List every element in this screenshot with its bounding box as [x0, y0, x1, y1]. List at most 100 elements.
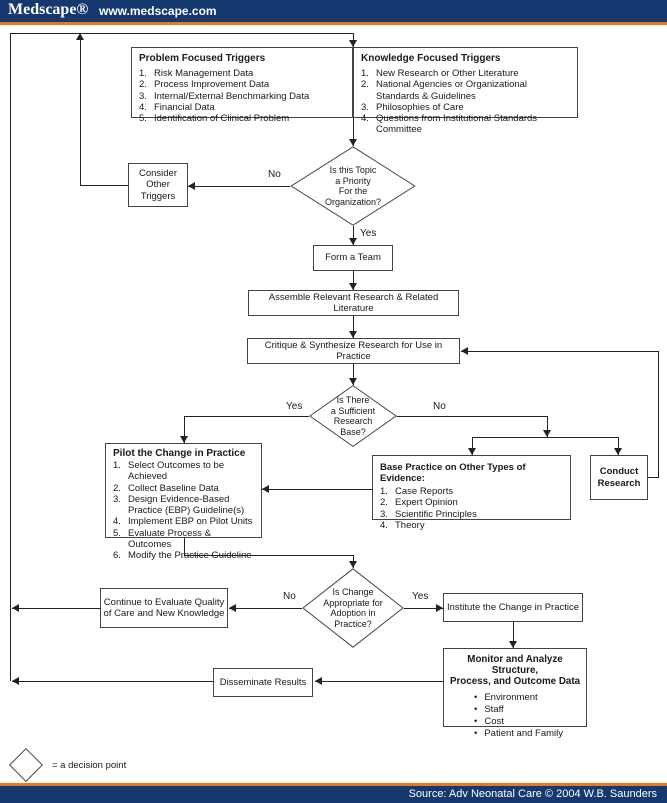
list-item: 3.Scientific Principles [380, 508, 477, 520]
list-item: 4.Implement EBP on Pilot Units [113, 516, 253, 528]
connector [648, 477, 658, 478]
arrowhead [436, 604, 443, 612]
connector [513, 622, 514, 648]
diamond-shape [290, 146, 416, 226]
arrowhead [262, 485, 269, 493]
decision-topic-priority: Is this Topic a Priority For the Organiz… [290, 146, 416, 226]
critique-synthesize-box: Critique & Synthesize Research for Use i… [247, 338, 460, 364]
consider-other-triggers-box: Consider Other Triggers [128, 163, 188, 207]
arrowhead [461, 347, 468, 355]
connector-no1 [188, 186, 290, 187]
list-item: 1.New Research or Other Literature [361, 68, 519, 79]
label-yes: Yes [358, 228, 379, 239]
arrowhead [349, 238, 357, 245]
arrowhead [229, 604, 236, 612]
list-item: 3.Internal/External Benchmarking Data [139, 90, 310, 102]
arrowhead [12, 604, 19, 612]
connector-yes2 [184, 416, 309, 417]
label-no: No [431, 401, 448, 412]
list-item: 1.Case Reports [380, 486, 454, 497]
arrowhead [12, 677, 19, 685]
list-item: 2.Process Improvement Data [139, 79, 270, 91]
list-item: 2.Expert Opinion [380, 497, 458, 509]
list-item: 4.Financial Data [139, 101, 215, 113]
arrowhead [349, 139, 357, 146]
bullet-item: Staff [474, 704, 582, 716]
diamond-shape [302, 568, 404, 648]
conduct-research-box: Conduct Research [590, 455, 648, 500]
site-url: www.medscape.com [99, 4, 217, 18]
institute-change-box: Institute the Change in Practice [443, 593, 583, 622]
list-item: 3.Design Evidence-Based Practice (EBP) G… [113, 493, 245, 517]
decision-change-appropriate: Is Change Appropriate for Adoption in Pr… [302, 568, 404, 648]
connector-base-to-pilot [262, 489, 372, 490]
header-rule [0, 22, 667, 25]
legend-label: = a decision point [52, 760, 127, 771]
connector [353, 271, 354, 290]
box-title: Monitor and Analyze Structure, Process, … [449, 654, 581, 687]
assemble-research-box: Assemble Relevant Research & Related Lit… [248, 290, 459, 316]
arrowhead [468, 448, 476, 455]
connector-split [472, 437, 618, 438]
diamond-shape [309, 385, 397, 447]
medscape-logo: Medscape® [8, 1, 89, 18]
arrowhead [315, 677, 322, 685]
connector-yes1 [353, 226, 354, 245]
list-item: 2.Collect Baseline Data [113, 482, 219, 494]
list-item: 5.Evaluate Process & Outcomes [113, 527, 211, 551]
arrowhead [188, 182, 195, 190]
form-team-box: Form a Team [313, 245, 393, 271]
list-item: 1.Select Outcomes to be Achieved [113, 460, 225, 483]
legend-decision-diamond [9, 748, 43, 782]
decision-text: Is There a Sufficient Research Base? [330, 395, 376, 437]
header-bar [0, 0, 667, 22]
connector-left-feedback [10, 33, 11, 681]
connector [315, 681, 443, 682]
arrowhead [349, 561, 357, 568]
pilot-change-box: Pilot the Change in Practice 1.Select Ou… [105, 443, 262, 561]
connector [547, 416, 548, 437]
bullet-item: Patient and Family [474, 728, 582, 740]
monitor-analyze-box: Monitor and Analyze Structure, Process, … [443, 648, 587, 739]
label-yes: Yes [410, 591, 431, 602]
connector [472, 437, 473, 455]
arrowhead [614, 448, 622, 455]
list-item: 3.Philosophies of Care [361, 101, 464, 113]
connector [658, 351, 659, 478]
label-no: No [266, 169, 283, 180]
bullet-item: Cost [474, 716, 582, 728]
list-item: 1.Risk Management Data [139, 68, 254, 79]
connector-no2 [397, 416, 547, 417]
connector [353, 118, 354, 146]
box-title: Knowledge Focused Triggers [361, 53, 501, 64]
arrowhead [349, 378, 357, 385]
connector [184, 416, 185, 443]
connector [184, 555, 353, 556]
base-practice-box: Base Practice on Other Types of Evidence… [372, 455, 571, 531]
box-title: Problem Focused Triggers [139, 53, 266, 64]
decision-text: Is this Topic a Priority For the Organiz… [324, 165, 382, 207]
connector [353, 364, 354, 385]
connector [80, 34, 81, 185]
box-title: Base Practice on Other Types of Evidence… [380, 462, 526, 484]
connector [353, 316, 354, 338]
label-yes: Yes [284, 401, 305, 412]
list-item: 4.Theory [380, 519, 425, 531]
connector-conduct-to-critique [461, 351, 658, 352]
diamond-shape [9, 748, 43, 782]
list-item: 4.Questions from Institutional Standards… [361, 113, 538, 136]
bullet-item: Environment [474, 692, 582, 704]
arrowhead [509, 641, 517, 648]
decision-research-base: Is There a Sufficient Research Base? [309, 385, 397, 447]
arrowhead [76, 33, 84, 40]
connector [12, 681, 213, 682]
footer-bar [0, 786, 667, 803]
connector [12, 608, 100, 609]
continue-evaluate-box: Continue to Evaluate Quality of Care and… [100, 588, 228, 628]
knowledge-triggers-box: Knowledge Focused Triggers 1.New Researc… [353, 47, 578, 135]
box-title: Pilot the Change in Practice [113, 448, 246, 459]
disseminate-results-box: Disseminate Results [213, 668, 313, 697]
arrowhead [349, 40, 357, 47]
connector [80, 185, 128, 186]
arrowhead [349, 283, 357, 290]
